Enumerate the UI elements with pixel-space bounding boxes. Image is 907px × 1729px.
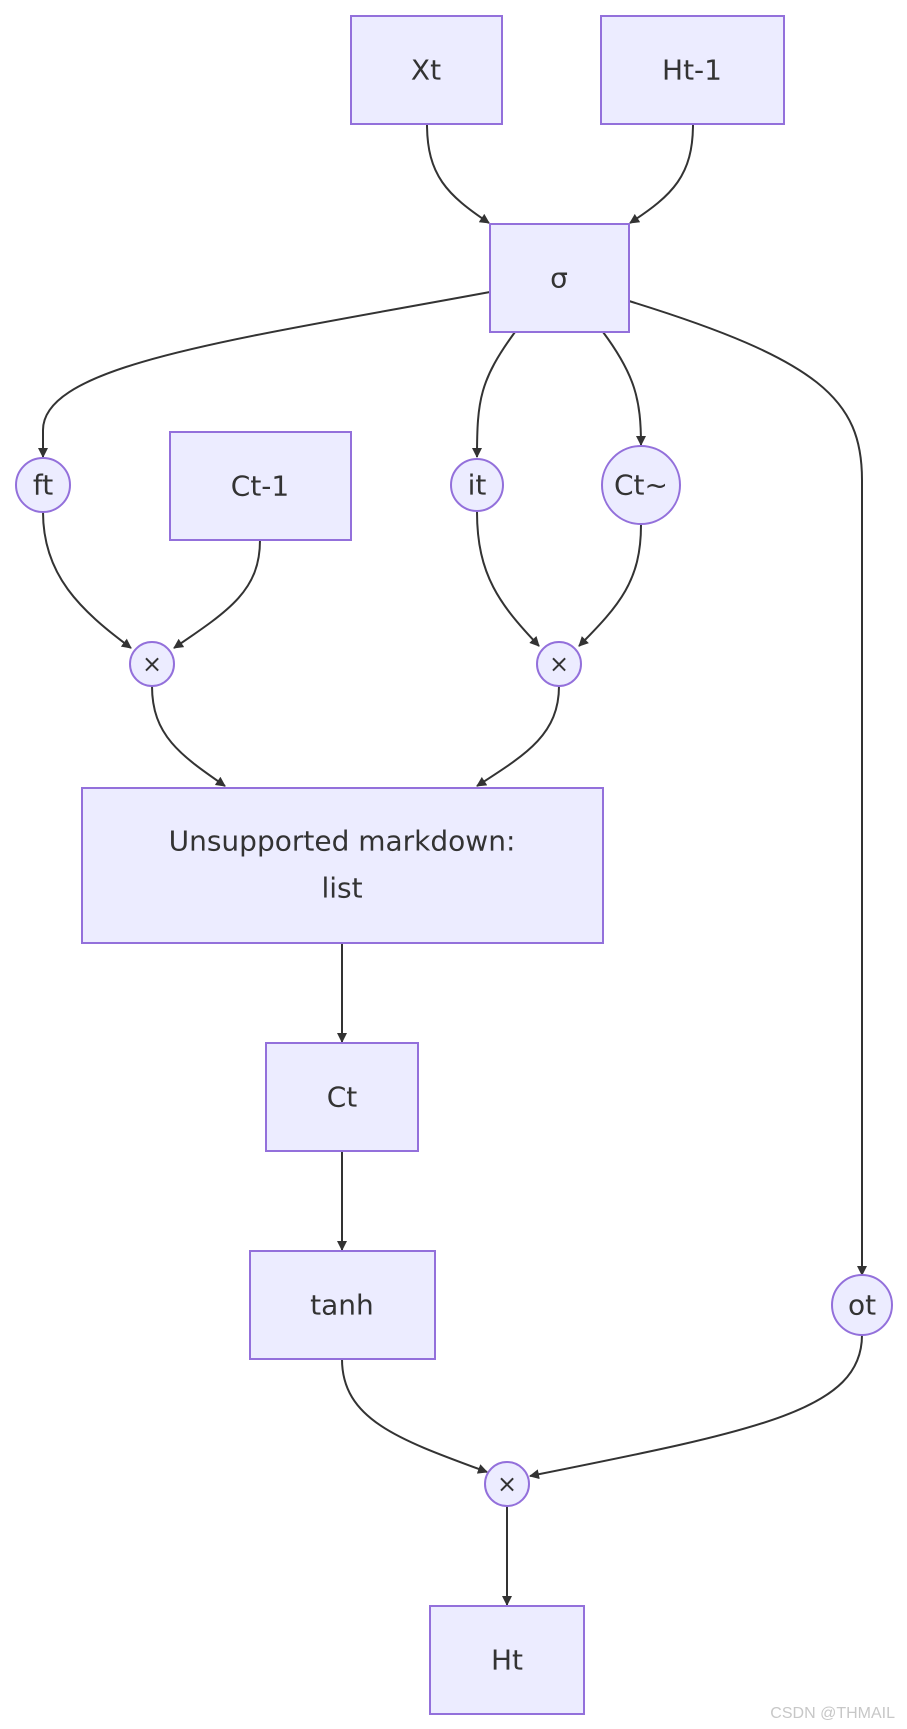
node-tanh: tanh: [249, 1250, 436, 1360]
node-ct-tilde: Ct~: [601, 445, 681, 525]
edge-sigma-to-ot: [628, 300, 867, 1276]
edge-ct1-to-mult-left: [173, 539, 261, 649]
node-multiply-output-label: ×: [497, 1470, 517, 1498]
node-sigma-label: σ: [550, 262, 568, 295]
node-multiply-input: ×: [536, 641, 582, 687]
node-sigma: σ: [489, 223, 630, 333]
node-multiply-forget-label: ×: [142, 650, 162, 678]
node-ft: ft: [15, 457, 71, 513]
node-ht-minus-1-label: Ht-1: [662, 54, 722, 87]
node-ht-minus-1: Ht-1: [600, 15, 785, 125]
node-multiply-output: ×: [484, 1461, 530, 1507]
edge-mult-left-to-sum: [151, 685, 226, 787]
node-ot-label: ot: [848, 1289, 876, 1322]
edge-sigma-to-ct-tilde: [602, 331, 646, 446]
node-it-label: it: [468, 469, 487, 502]
node-sum: Unsupported markdown: list: [81, 787, 604, 944]
node-xt: Xt: [350, 15, 503, 125]
edge-xt-to-sigma: [426, 123, 490, 224]
edge-ft-to-mult-left: [42, 511, 132, 649]
node-sum-label-line1: Unsupported markdown:: [169, 825, 516, 858]
node-xt-label: Xt: [411, 54, 441, 87]
node-ct-minus-1-label: Ct-1: [231, 470, 289, 503]
edge-ht1-to-sigma: [629, 123, 694, 224]
edge-it-to-mult-mid: [476, 511, 540, 647]
node-sum-label-line2: list: [321, 872, 362, 905]
node-ct-label: Ct: [327, 1081, 358, 1114]
node-multiply-input-label: ×: [549, 650, 569, 678]
node-tanh-label: tanh: [310, 1289, 374, 1322]
watermark: CSDN @THMAIL: [770, 1705, 895, 1722]
edge-ct-tilde-to-mult-mid: [578, 524, 642, 647]
edge-tanh-to-mult-out: [341, 1358, 488, 1474]
node-ot: ot: [831, 1274, 893, 1336]
edge-sigma-to-it: [472, 331, 516, 458]
node-multiply-forget: ×: [129, 641, 175, 687]
edge-ot-to-mult-out: [529, 1334, 863, 1480]
node-ht: Ht: [429, 1605, 585, 1715]
node-it: it: [450, 458, 504, 512]
node-ht-label: Ht: [491, 1644, 523, 1677]
edge-mult-mid-to-sum: [476, 685, 560, 787]
node-ct: Ct: [265, 1042, 419, 1152]
node-ct-tilde-label: Ct~: [614, 469, 668, 502]
edges: [38, 123, 867, 1606]
node-ft-label: ft: [33, 469, 53, 502]
edge-sigma-to-ft: [38, 291, 491, 458]
node-ct-minus-1: Ct-1: [169, 431, 352, 541]
